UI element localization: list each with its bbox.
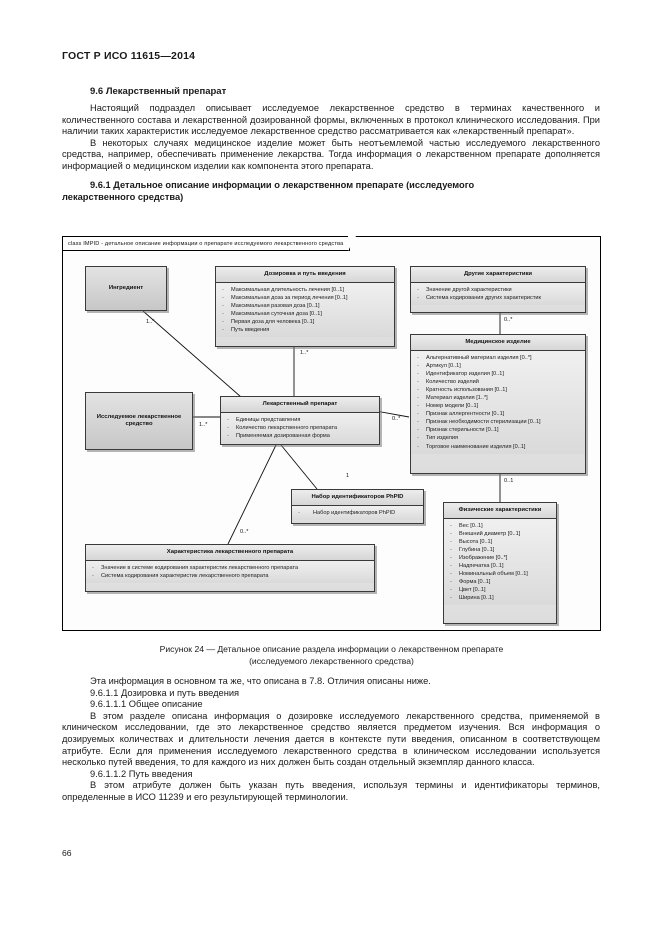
attribute-row: Максимальная суточная доза [0..1] bbox=[219, 310, 391, 318]
class-attributes: Единицы представления Количество лекарст… bbox=[221, 412, 379, 443]
diagram-clip: Ингредиент Дозировка и путь введения Мак… bbox=[63, 237, 600, 630]
attribute-row: Форма [0..1] bbox=[447, 578, 553, 586]
figure-caption-line2: (исследуемого лекарственного средства) bbox=[249, 655, 414, 666]
attribute-row: Альтернативный материал изделия [0..*] bbox=[414, 354, 582, 362]
cardinality-dosage-to-product: 1..* bbox=[300, 350, 309, 356]
class-title: Дозировка и путь введения bbox=[216, 267, 394, 283]
class-title: Физические характеристики bbox=[444, 503, 556, 519]
class-title: Исследуемое лекарственное средство bbox=[96, 413, 182, 428]
paragraph-1: Настоящий подраздел описывает исследуемо… bbox=[62, 103, 600, 137]
attribute-row: Количество изделий bbox=[414, 378, 582, 386]
cardinality-product-to-characteristic: 0..* bbox=[240, 529, 249, 535]
attribute-row: Максимальная длительность лечения [0..1] bbox=[219, 286, 391, 294]
uml-class-diagram: Ингредиент Дозировка и путь введения Мак… bbox=[62, 236, 601, 631]
class-title: Другие характеристики bbox=[411, 267, 585, 283]
cardinality-product-to-device: 0..* bbox=[392, 416, 401, 422]
attribute-row: Ширина [0..1] bbox=[447, 594, 553, 602]
subsection-title-line1: 9.6.1 Детальное описание информации о ле… bbox=[90, 179, 475, 190]
cardinality-product-to-phpid: 1 bbox=[346, 473, 350, 479]
class-attributes: Вес [0..1] Внешний диаметр [0..1] Высота… bbox=[444, 518, 556, 606]
cardinality-other-to-device: 0..* bbox=[504, 317, 513, 323]
subsection-title-9-6-1: 9.6.1 Детальное описание информации о ле… bbox=[62, 179, 600, 203]
class-title-wrapper: Исследуемое лекарственное средство bbox=[86, 393, 192, 449]
class-node-physical-characteristics[interactable]: Физические характеристики Вес [0..1] Вне… bbox=[443, 502, 557, 624]
attribute-row: Материал изделия [1..*] bbox=[414, 394, 582, 402]
attribute-row: Максимальная разовая доза [0..1] bbox=[219, 302, 391, 310]
attribute-row: Изображение [0..*] bbox=[447, 554, 553, 562]
class-title-wrapper: Ингредиент bbox=[86, 267, 166, 310]
class-title: Медицинское изделие bbox=[411, 335, 585, 351]
attribute-row: Признак необходимости стерилизации [0..1… bbox=[414, 418, 582, 426]
class-attributes: Максимальная длительность лечения [0..1]… bbox=[216, 282, 394, 338]
class-attributes: Значение в системе кодирования характери… bbox=[86, 560, 374, 583]
attribute-row: Единицы представления bbox=[224, 416, 376, 424]
heading-9-6-1-1-1: 9.6.1.1.1 Общее описание bbox=[90, 699, 203, 710]
cardinality-investigated-to-product: 1..* bbox=[199, 422, 208, 428]
class-attributes: Значение другой характеристики Система к… bbox=[411, 282, 585, 305]
attribute-row: Надпечатка [0..1] bbox=[447, 562, 553, 570]
attribute-row: Значение другой характеристики bbox=[414, 286, 582, 294]
attribute-row: Идентификатор изделия [0..1] bbox=[414, 370, 582, 378]
class-title: Ингредиент bbox=[108, 284, 144, 291]
paragraph-2: В некоторых случаях медицинское изделие … bbox=[62, 137, 600, 171]
heading-9-6-1-1-2: 9.6.1.1.2 Путь введения bbox=[90, 768, 193, 779]
paragraph-after-1: Эта информация в основном та же, что опи… bbox=[90, 676, 431, 686]
diagram-frame-label: class IMPID - детальное описание информа… bbox=[63, 236, 357, 251]
attribute-row: Количество лекарственного препарата bbox=[224, 424, 376, 432]
figure-caption-line1: Рисунок 24 — Детальное описание раздела … bbox=[159, 644, 504, 654]
class-node-medical-device[interactable]: Медицинское изделие Альтернативный матер… bbox=[410, 334, 586, 474]
class-node-phpid-set[interactable]: Набор идентификаторов PhPID Набор иденти… bbox=[291, 489, 424, 524]
cardinality-device-to-physical: 0..1 bbox=[504, 478, 514, 484]
attribute-row: Кратность использования [0..1] bbox=[414, 386, 582, 394]
standard-header: ГОСТ Р ИСО 11615—2014 bbox=[62, 50, 196, 62]
figure-caption: Рисунок 24 — Детальное описание раздела … bbox=[62, 644, 601, 667]
paragraph-after-2: В этом разделе описана информация о дози… bbox=[62, 710, 600, 768]
class-node-product-characteristic[interactable]: Характеристика лекарственного препарата … bbox=[85, 544, 375, 592]
class-node-investigated-drug[interactable]: Исследуемое лекарственное средство bbox=[85, 392, 193, 450]
attribute-row: Максимальная доза за период лечения [0..… bbox=[219, 294, 391, 302]
attribute-row: Признак аллергентности [0..1] bbox=[414, 410, 582, 418]
attribute-row: Система кодирования характеристик лекарс… bbox=[89, 572, 371, 580]
attribute-row: Глубина [0..1] bbox=[447, 546, 553, 554]
class-title: Набор идентификаторов PhPID bbox=[292, 490, 423, 506]
page-number: 66 bbox=[62, 848, 72, 858]
class-title: Лекарственный препарат bbox=[221, 397, 379, 413]
attribute-row: Высота [0..1] bbox=[447, 538, 553, 546]
attribute-row: Набор идентификаторов PhPID bbox=[295, 509, 420, 517]
attribute-row: Применяемая дозированная форма bbox=[224, 432, 376, 440]
attribute-row: Путь введения bbox=[219, 326, 391, 334]
attribute-row: Вес [0..1] bbox=[447, 522, 553, 530]
paragraph-after-3: В этом атрибуте должен быть указан путь … bbox=[62, 780, 600, 802]
attribute-row: Значение в системе кодирования характери… bbox=[89, 564, 371, 572]
attribute-row: Признак стерильности [0..1] bbox=[414, 426, 582, 434]
class-title: Характеристика лекарственного препарата bbox=[86, 545, 374, 561]
attribute-row: Артикул [0..1] bbox=[414, 362, 582, 370]
class-node-medicinal-product[interactable]: Лекарственный препарат Единицы представл… bbox=[220, 396, 380, 445]
class-attributes: Альтернативный материал изделия [0..*] А… bbox=[411, 350, 585, 454]
attribute-row: Тип изделия bbox=[414, 434, 582, 442]
attribute-row: Цвет [0..1] bbox=[447, 586, 553, 594]
class-attributes: Набор идентификаторов PhPID bbox=[292, 505, 423, 520]
attribute-row: Номер модели [0..1] bbox=[414, 402, 582, 410]
attribute-row: Первая доза для человека [0..1] bbox=[219, 318, 391, 326]
class-node-dosage-route[interactable]: Дозировка и путь введения Максимальная д… bbox=[215, 266, 395, 347]
attribute-row: Торговое наименование изделия [0..1] bbox=[414, 443, 582, 451]
class-node-other-characteristics[interactable]: Другие характеристики Значение другой ха… bbox=[410, 266, 586, 313]
section-title-9-6: 9.6 Лекарственный препарат bbox=[90, 86, 227, 97]
body-text-after-figure: Эта информация в основном та же, что опи… bbox=[62, 676, 600, 804]
attribute-row: Номинальный объем [0..1] bbox=[447, 570, 553, 578]
class-node-ingredient[interactable]: Ингредиент bbox=[85, 266, 167, 311]
heading-9-6-1-1: 9.6.1.1 Дозировка и путь введения bbox=[90, 687, 240, 698]
cardinality-ingredient-to-product: 1..* bbox=[146, 319, 155, 325]
attribute-row: Система кодирования других характеристик bbox=[414, 294, 582, 302]
attribute-row: Внешний диаметр [0..1] bbox=[447, 530, 553, 538]
body-text-before-figure: 9.6 Лекарственный препарат Настоящий под… bbox=[62, 86, 600, 203]
subsection-title-line2: лекарственного средства) bbox=[62, 191, 184, 202]
